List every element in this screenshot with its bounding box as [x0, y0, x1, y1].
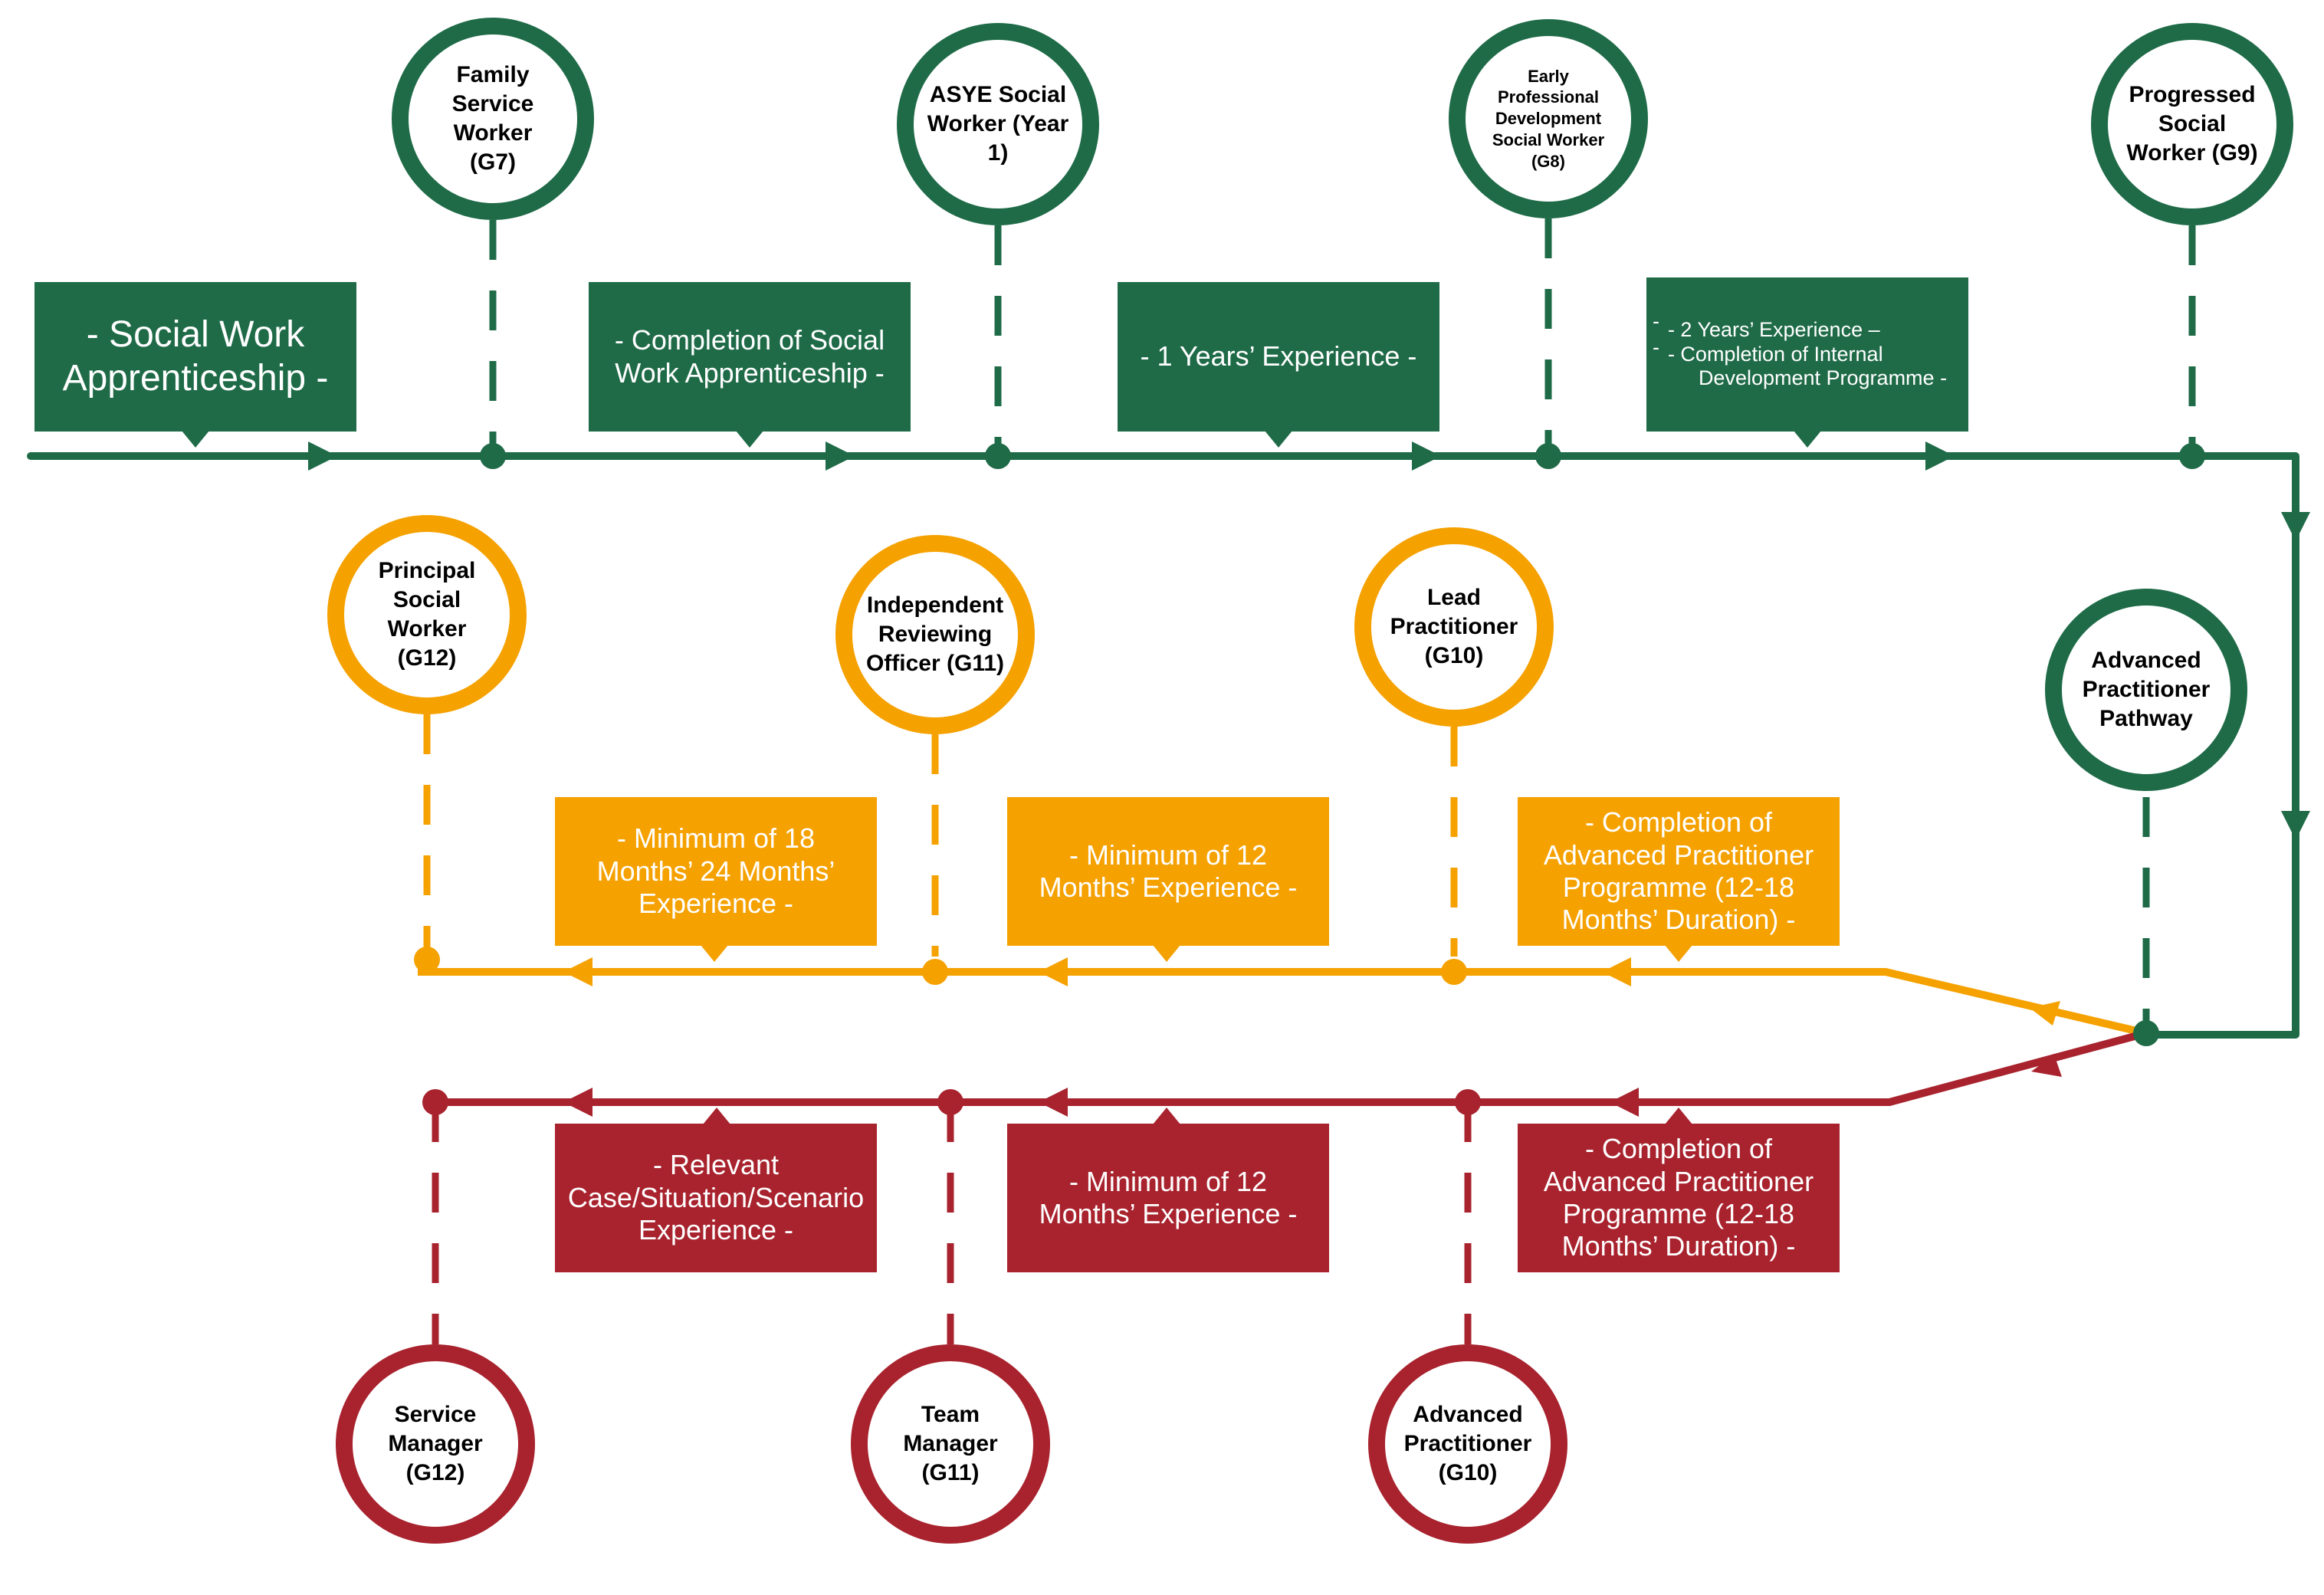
orange-12-months-pointer — [1153, 945, 1180, 962]
red-ap-programme-box: - Completion of Advanced Practitioner Pr… — [1518, 1124, 1840, 1272]
orange-junction-dot — [1441, 959, 1467, 985]
progressed-social-worker-label: Progressed Social Worker (G9) — [2126, 82, 2258, 166]
orange-ap-programme-box: - Completion of Advanced Practitioner Pr… — [1518, 797, 1840, 946]
red-12-months-box: - Minimum of 12 Months’ Experience - — [1007, 1124, 1329, 1272]
team-manager-node: Team Manager (G11) — [851, 1344, 1050, 1544]
green-arrow — [1925, 441, 1955, 471]
orange-18-months-box: - Minimum of 18 Months’ 24 Months’ Exper… — [555, 797, 877, 946]
green-junction-dot — [985, 443, 1011, 469]
red-relevant-experience-box: - Relevant Case/Situation/Scenario Exper… — [555, 1124, 877, 1272]
principal-social-worker-node: Principal Social Worker (G12) — [327, 515, 527, 714]
early-professional-development-label: Early Professional Development Social Wo… — [1492, 66, 1605, 171]
hub-junction-dot — [2133, 1020, 2159, 1046]
asye-social-worker-node: ASYE Social Worker (Year 1) — [897, 23, 1099, 225]
principal-social-worker-label: Principal Social Worker (G12) — [378, 558, 476, 671]
red-relevant-experience-pointer — [703, 1108, 730, 1124]
green-junction-dot — [480, 443, 506, 469]
orange-18-months-pointer — [701, 945, 728, 962]
orange-12-months-box: - Minimum of 12 Months’ Experience - — [1007, 797, 1329, 946]
one-years-experience-box: - 1 Years’ Experience - — [1118, 282, 1439, 432]
advanced-practitioner-label: Advanced Practitioner (G10) — [1403, 1402, 1532, 1485]
service-manager-node: Service Manager (G12) — [336, 1344, 535, 1544]
family-service-worker-label: Family Service Worker (G7) — [451, 62, 534, 175]
independent-reviewing-officer-node: Independent Reviewing Officer (G11) — [835, 535, 1035, 734]
green-arrow — [1412, 441, 1441, 471]
red-arrow — [1610, 1088, 1639, 1117]
family-service-worker-node: Family Service Worker (G7) — [392, 18, 594, 220]
red-12-months-pointer — [1153, 1108, 1180, 1124]
two-years-experience-line: Development Programme - — [1698, 366, 1948, 390]
green-arrow — [826, 441, 855, 471]
advanced-practitioner-pathway-label: Advanced Practitioner Pathway — [2082, 648, 2211, 731]
green-junction-dot — [1535, 443, 1561, 469]
service-manager-label: Service Manager (G12) — [388, 1402, 483, 1485]
completion-of-apprenticeship-box: - Completion of Social Work Apprenticesh… — [589, 282, 911, 432]
green-return-line — [2152, 456, 2299, 1039]
orange-ap-programme-text: - Completion of Advanced Practitioner Pr… — [1543, 806, 1814, 936]
red-relevant-experience-text: - Relevant Case/Situation/Scenario Exper… — [567, 1149, 865, 1246]
independent-reviewing-officer-label: Independent Reviewing Officer (G11) — [865, 592, 1005, 676]
red-main-line — [433, 1029, 2148, 1106]
orange-junction-dot — [922, 959, 948, 985]
one-years-experience-pointer — [1265, 431, 1292, 448]
social-work-apprenticeship-box: - Social Work Apprenticeship - — [34, 282, 356, 432]
red-arrow — [563, 1088, 592, 1117]
red-arrow — [2031, 1055, 2062, 1077]
two-years-experience-line: - Completion of Internal — [1667, 342, 1883, 366]
two-years-experience-box: - 2 Years’ Experience –- Completion of I… — [1646, 277, 1968, 432]
red-12-months-text: - Minimum of 12 Months’ Experience - — [1039, 1165, 1298, 1229]
orange-main-line — [418, 968, 2148, 1037]
orange-arrow — [2030, 1001, 2060, 1026]
red-ap-programme-pointer — [1665, 1108, 1692, 1124]
orange-12-months-text: - Minimum of 12 Months’ Experience - — [1039, 839, 1298, 903]
advanced-practitioner-pathway-node: Advanced Practitioner Pathway — [2045, 589, 2247, 791]
social-work-apprenticeship-pointer — [182, 431, 209, 448]
orange-arrow — [1602, 957, 1631, 986]
red-arrow — [1039, 1088, 1068, 1117]
red-ap-programme-text: - Completion of Advanced Practitioner Pr… — [1543, 1133, 1814, 1262]
two-years-experience-line: - 2 Years’ Experience – — [1667, 317, 1880, 341]
asye-social-worker-label: ASYE Social Worker (Year 1) — [927, 82, 1069, 166]
two-years-bullet-marks: - - — [1653, 310, 1659, 359]
orange-arrow — [563, 957, 592, 986]
early-professional-development-node: Early Professional Development Social Wo… — [1449, 19, 1648, 218]
green-arrow — [2281, 512, 2310, 541]
orange-ap-programme-pointer — [1665, 945, 1692, 962]
orange-arrow — [1039, 957, 1068, 986]
team-manager-label: Team Manager (G11) — [903, 1402, 998, 1485]
green-junction-dot — [2179, 443, 2205, 469]
green-arrow — [2281, 811, 2310, 840]
orange-18-months-text: - Minimum of 18 Months’ 24 Months’ Exper… — [596, 822, 835, 920]
green-arrow — [308, 441, 337, 471]
orange-junction-dot — [414, 947, 440, 973]
lead-practitioner-label: Lead Practitioner (G10) — [1390, 585, 1518, 668]
advanced-practitioner-node: Advanced Practitioner (G10) — [1368, 1344, 1567, 1544]
one-years-experience-text: - 1 Years’ Experience - — [1140, 340, 1417, 372]
social-work-apprenticeship-text: - Social Work Apprenticeship - — [62, 313, 329, 399]
progressed-social-worker-node: Progressed Social Worker (G9) — [2091, 23, 2293, 225]
completion-of-apprenticeship-text: - Completion of Social Work Apprenticesh… — [614, 324, 885, 389]
completion-of-apprenticeship-pointer — [736, 431, 763, 448]
two-years-experience-pointer — [1794, 431, 1821, 448]
lead-practitioner-node: Lead Practitioner (G10) — [1354, 527, 1554, 727]
